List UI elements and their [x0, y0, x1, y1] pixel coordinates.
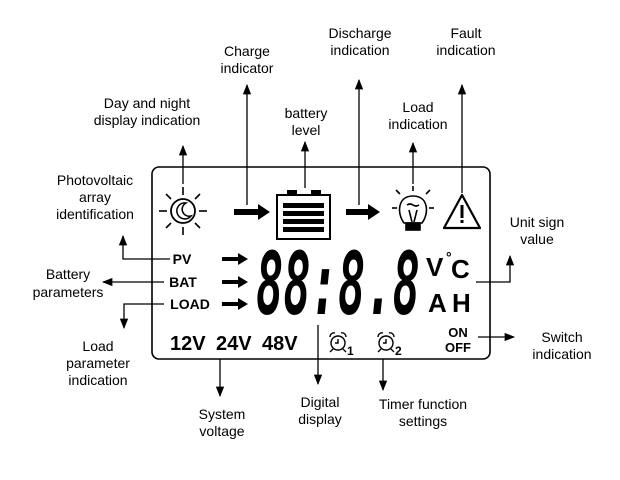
- label-unit-1: Unit sign: [510, 214, 564, 230]
- alarm-clock-icon: [377, 332, 395, 353]
- label-day-night-2: display indication: [94, 112, 201, 128]
- label-charge-1: Charge: [224, 43, 270, 59]
- label-digital-display-2: display: [298, 411, 342, 427]
- label-timer-2: settings: [399, 413, 447, 429]
- bat-arrow-icon: [222, 276, 248, 288]
- label-switch-1: Switch: [541, 329, 582, 345]
- timer-2-label: 2: [395, 344, 402, 358]
- lcd-frame: [151, 166, 491, 360]
- voltage-48v: 48V: [262, 333, 298, 355]
- callout-lines: [101, 78, 516, 398]
- load-bulb-icon: [392, 186, 434, 231]
- unit-h: H: [452, 288, 471, 318]
- voltage-12v: 12V: [170, 333, 206, 355]
- timer-1-label: 1: [347, 344, 354, 358]
- seven-segment-display: 88:8.8: [256, 235, 420, 335]
- label-pv-3: identification: [56, 206, 134, 222]
- label-system-voltage-1: System: [199, 406, 246, 422]
- label-day-night-1: Day and night: [104, 95, 191, 111]
- day-night-icon: [159, 187, 207, 235]
- off-label: OFF: [445, 340, 471, 355]
- label-digital-display-1: Digital: [301, 394, 340, 410]
- label-battery-level-2: level: [292, 122, 321, 138]
- load-label: LOAD: [170, 296, 210, 312]
- label-load-params-1: Load: [82, 338, 113, 354]
- pv-label: PV: [173, 251, 192, 267]
- battery-level-icon: [276, 190, 331, 240]
- label-load-params-3: indication: [68, 372, 127, 388]
- unit-c: C: [451, 254, 470, 284]
- label-pv-1: Photovoltaic: [57, 172, 133, 188]
- bat-label: BAT: [169, 274, 197, 290]
- alarm-clock-icon: [329, 332, 347, 353]
- label-charge-2: indicator: [221, 60, 274, 76]
- on-label: ON: [448, 325, 468, 340]
- label-battery-params-1: Battery: [46, 266, 90, 282]
- label-timer-1: Timer function: [379, 396, 467, 412]
- label-fault-2: indication: [436, 42, 495, 58]
- label-system-voltage-2: voltage: [199, 423, 244, 439]
- label-load-2: indication: [388, 116, 447, 132]
- label-battery-level-1: battery: [285, 105, 328, 121]
- voltage-24v: 24V: [216, 333, 252, 355]
- label-unit-2: value: [520, 231, 554, 247]
- label-switch-2: indication: [532, 346, 591, 362]
- label-load-1: Load: [402, 99, 433, 115]
- label-discharge-1: Discharge: [328, 25, 391, 41]
- label-fault-1: Fault: [450, 25, 481, 41]
- label-load-params-2: parameter: [66, 355, 130, 371]
- unit-v: V: [426, 252, 444, 282]
- discharge-arrow-icon: [346, 204, 380, 220]
- label-discharge-2: indication: [330, 42, 389, 58]
- pv-arrow-icon: [222, 253, 248, 265]
- unit-a: A: [428, 288, 447, 318]
- unit-degree: °: [446, 249, 452, 265]
- load-arrow-icon: [222, 298, 248, 310]
- charge-arrow-icon: [234, 204, 270, 220]
- label-pv-2: array: [79, 189, 111, 205]
- fault-warning-icon: [442, 193, 482, 230]
- label-battery-params-2: parameters: [33, 284, 104, 300]
